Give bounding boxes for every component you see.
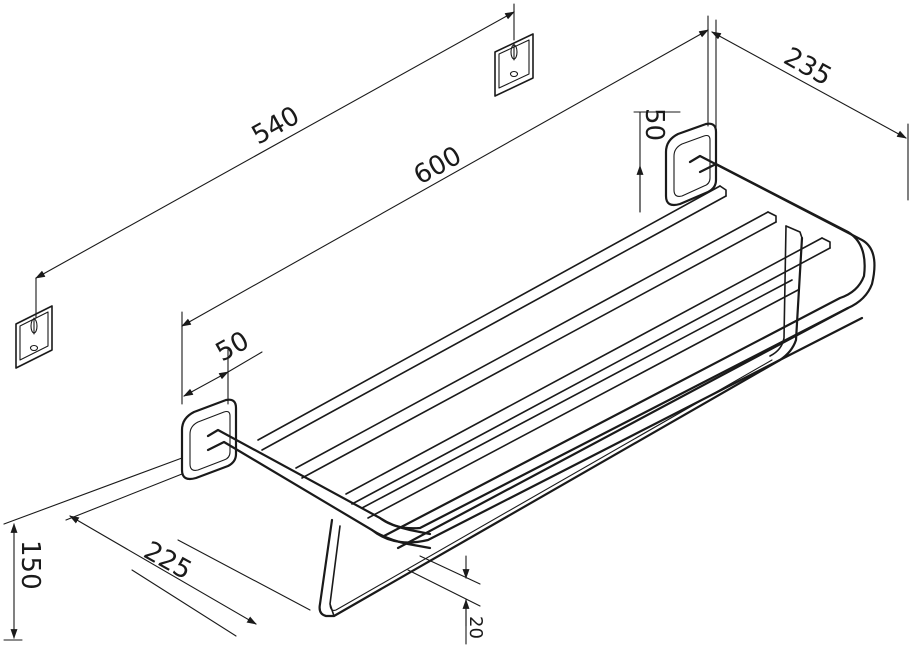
dimension-150: 150 [3, 457, 183, 641]
dimension-20: 20 [407, 555, 486, 645]
front-wall-bracket [180, 398, 238, 481]
wall-plate-left [15, 277, 53, 369]
wall-plate-right [494, 3, 534, 97]
dimension-20-label: 20 [465, 616, 486, 639]
dimension-540: 540 [35, 11, 515, 279]
dimension-50-rear-label: 50 [639, 108, 669, 141]
dimension-600-label: 600 [409, 141, 467, 191]
dimension-225-label: 225 [139, 536, 197, 586]
dimension-235: 235 [711, 19, 909, 201]
dimension-225: 225 [65, 473, 311, 637]
dimension-150-label: 150 [15, 540, 45, 590]
dimension-600: 600 [181, 15, 709, 405]
towel-rack [180, 122, 876, 618]
dimension-540-label: 540 [247, 101, 305, 151]
dimension-50-rear: 50 [633, 108, 681, 213]
dimension-50-front: 50 [183, 326, 263, 405]
dimension-50-front-label: 50 [211, 326, 254, 368]
